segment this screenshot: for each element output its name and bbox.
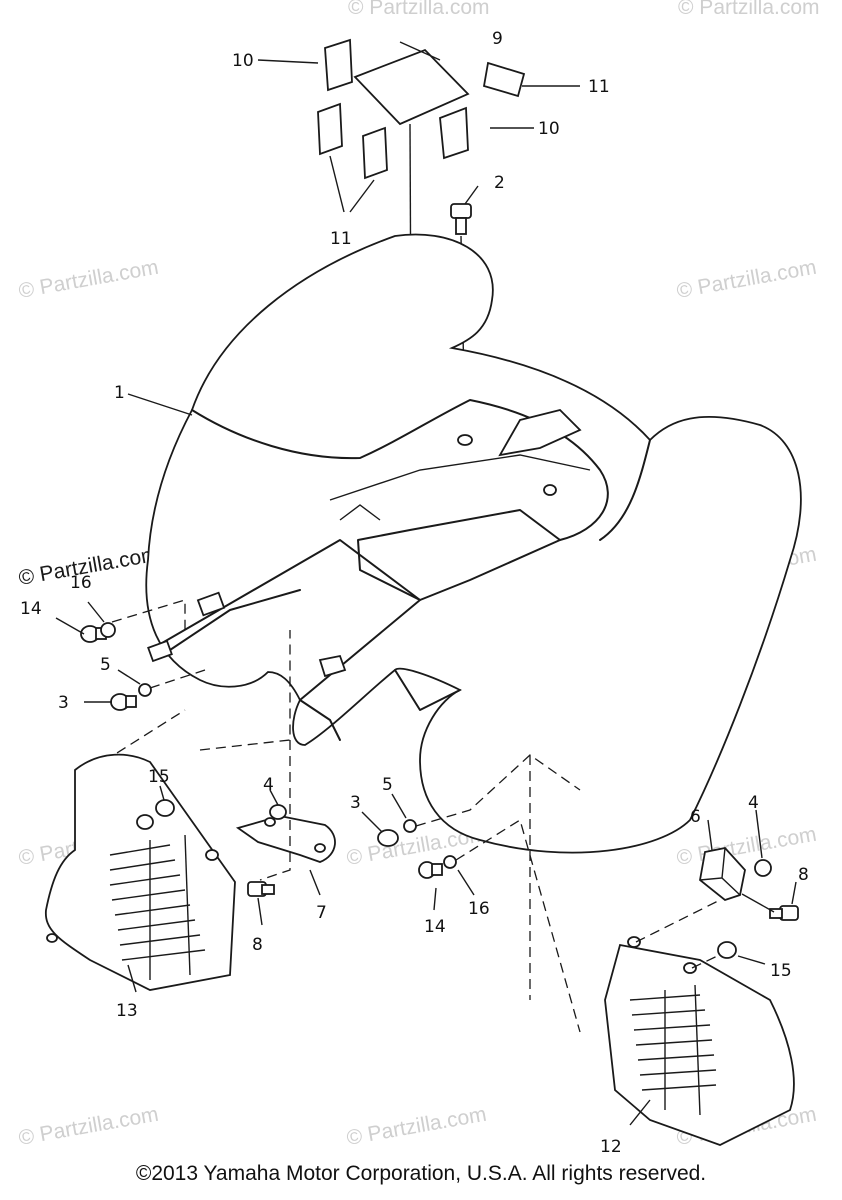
callout-5-center: 5 — [382, 775, 393, 795]
fastener-group-left — [55, 599, 291, 840]
callout-group: 1 2 3 3 4 4 5 5 6 7 8 8 9 10 10 11 11 12… — [20, 29, 809, 1157]
watermark-text: © Partzilla.com — [675, 823, 818, 870]
callout-4-right: 4 — [748, 793, 759, 813]
decal-10-left — [324, 38, 353, 92]
rear-fender-1 — [145, 233, 802, 854]
bracket-6 — [699, 809, 772, 902]
watermark-text: © Partzilla.com — [348, 0, 490, 19]
bolt-8-left — [247, 881, 275, 926]
decal-11-left-b — [362, 126, 388, 180]
callout-10-right: 10 — [538, 119, 560, 139]
leader-line — [399, 41, 441, 61]
callout-7: 7 — [316, 903, 327, 923]
bolt-8-right — [741, 881, 799, 921]
callout-11-right: 11 — [588, 77, 610, 97]
watermark-text: © Partzilla.com — [678, 0, 820, 19]
callout-5-left: 5 — [100, 655, 111, 675]
leader-line — [629, 1099, 651, 1126]
decal-11-left-a — [317, 102, 343, 156]
grille-13 — [45, 753, 236, 991]
callout-3-left: 3 — [58, 693, 69, 713]
plate-9 — [353, 48, 470, 126]
callout-6: 6 — [690, 807, 701, 827]
leader-line — [737, 955, 766, 965]
leader-line — [159, 785, 165, 801]
callout-14-center: 14 — [424, 917, 446, 937]
callout-8-right: 8 — [798, 865, 809, 885]
callout-13: 13 — [116, 1001, 138, 1021]
callout-11-left: 11 — [330, 229, 352, 249]
leader-line — [464, 185, 479, 205]
callout-14-left: 14 — [20, 599, 42, 619]
watermark-text: © Partzilla.com — [17, 1103, 160, 1150]
decal-10-right — [439, 106, 469, 160]
grille-12 — [604, 899, 795, 1146]
copyright-notice: ©2013 Yamaha Motor Corporation, U.S.A. A… — [135, 1162, 707, 1185]
rear-fender-exploded-diagram: © Partzilla.com © Partzilla.com © Partzi… — [17, 0, 820, 1157]
nut-15-right — [717, 941, 737, 959]
leader-line — [127, 964, 137, 993]
callout-2: 2 — [494, 173, 505, 193]
decal-11-right — [482, 61, 526, 98]
leader-line — [257, 59, 319, 64]
callout-15-right: 15 — [770, 961, 792, 981]
watermark-text: © Partzilla.com — [17, 256, 160, 303]
callout-9: 9 — [492, 29, 503, 49]
decal-group — [317, 38, 526, 180]
callout-16-center: 16 — [468, 899, 490, 919]
callout-10-left: 10 — [232, 51, 254, 71]
callout-3-center: 3 — [350, 793, 361, 813]
stay-7 — [235, 740, 336, 896]
watermark-text: © Partzilla.com — [345, 1103, 488, 1150]
leader-line — [329, 155, 345, 213]
callout-8-left: 8 — [252, 935, 263, 955]
callout-4-left: 4 — [263, 775, 274, 795]
fastener-group-center — [361, 754, 581, 1033]
leader-line — [127, 393, 193, 416]
callout-12: 12 — [600, 1137, 622, 1157]
watermark-text: © Partzilla.com — [675, 256, 818, 303]
callout-15-left: 15 — [148, 767, 170, 787]
nut-15-left — [155, 799, 175, 817]
callout-1: 1 — [114, 383, 125, 403]
callout-16-left: 16 — [70, 573, 92, 593]
leader-line — [349, 179, 375, 213]
